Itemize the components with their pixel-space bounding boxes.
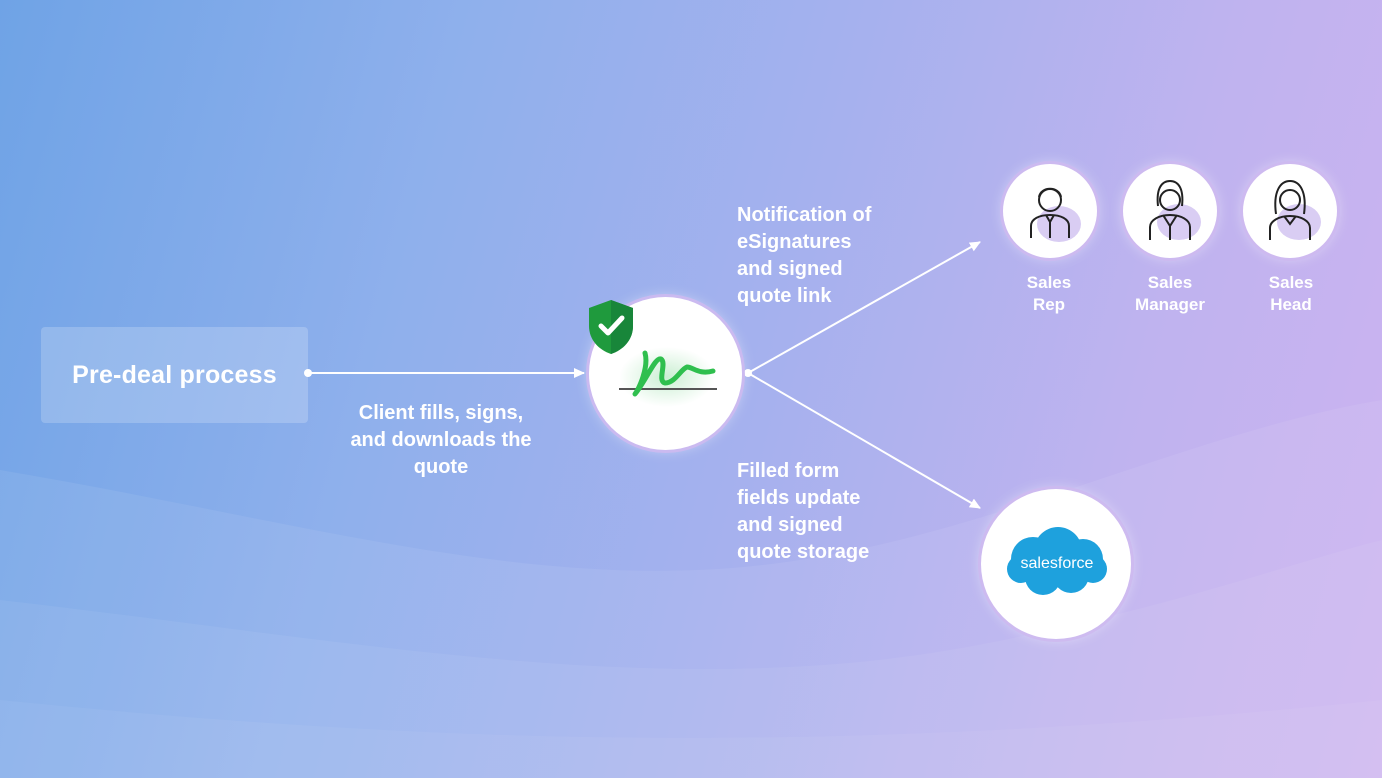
shield-check-icon bbox=[589, 300, 633, 354]
male-user-icon bbox=[1030, 187, 1081, 242]
sales-manager-avatar bbox=[1123, 164, 1217, 258]
sales-head-avatar bbox=[1243, 164, 1337, 258]
client-step-line: quote bbox=[413, 456, 469, 478]
signature-icon bbox=[619, 347, 717, 407]
salesforce-logo: salesforce bbox=[1007, 527, 1107, 595]
client-step-line: and downloads the bbox=[350, 429, 532, 451]
pre-deal-process-box: Pre-deal process bbox=[41, 327, 308, 423]
notification-label: Notification of eSignatures and signed q… bbox=[737, 202, 907, 310]
sales-head-label: Sales Head bbox=[1231, 272, 1351, 316]
storage-line: quote storage bbox=[737, 541, 870, 563]
salesforce-logo-text: salesforce bbox=[1021, 555, 1094, 572]
pre-deal-process-label: Pre-deal process bbox=[72, 360, 277, 389]
notification-line: eSignatures bbox=[737, 231, 852, 253]
client-step-line: Client fills, signs, bbox=[358, 402, 524, 424]
sales-manager-label: Sales Manager bbox=[1110, 272, 1230, 316]
storage-line: and signed bbox=[737, 514, 843, 536]
sales-rep-avatar bbox=[1003, 164, 1097, 258]
storage-label: Filled form fields update and signed quo… bbox=[737, 458, 907, 566]
arrow-to-recipients bbox=[747, 241, 981, 374]
recipient-label-line: Sales bbox=[1147, 273, 1193, 292]
female-user-icon bbox=[1149, 179, 1201, 240]
arrow-to-crm bbox=[747, 372, 981, 509]
recipient-label-line: Rep bbox=[1032, 295, 1066, 314]
notification-line: quote link bbox=[737, 285, 832, 307]
recipient-label-line: Manager bbox=[1135, 295, 1205, 314]
recipient-label-line: Sales bbox=[1268, 273, 1314, 292]
salesforce-node: salesforce bbox=[981, 489, 1131, 639]
recipient-label-line: Head bbox=[1270, 295, 1312, 314]
client-step-label: Client fills, signs, and downloads the q… bbox=[330, 400, 552, 481]
recipient-label-line: Sales bbox=[1026, 273, 1072, 292]
female-user-icon bbox=[1269, 179, 1321, 240]
sales-rep-label: Sales Rep bbox=[989, 272, 1109, 316]
storage-line: fields update bbox=[737, 487, 861, 509]
storage-line: Filled form bbox=[737, 460, 840, 482]
notification-line: Notification of bbox=[737, 204, 872, 226]
signature-node bbox=[589, 297, 742, 450]
notification-line: and signed bbox=[737, 258, 843, 280]
